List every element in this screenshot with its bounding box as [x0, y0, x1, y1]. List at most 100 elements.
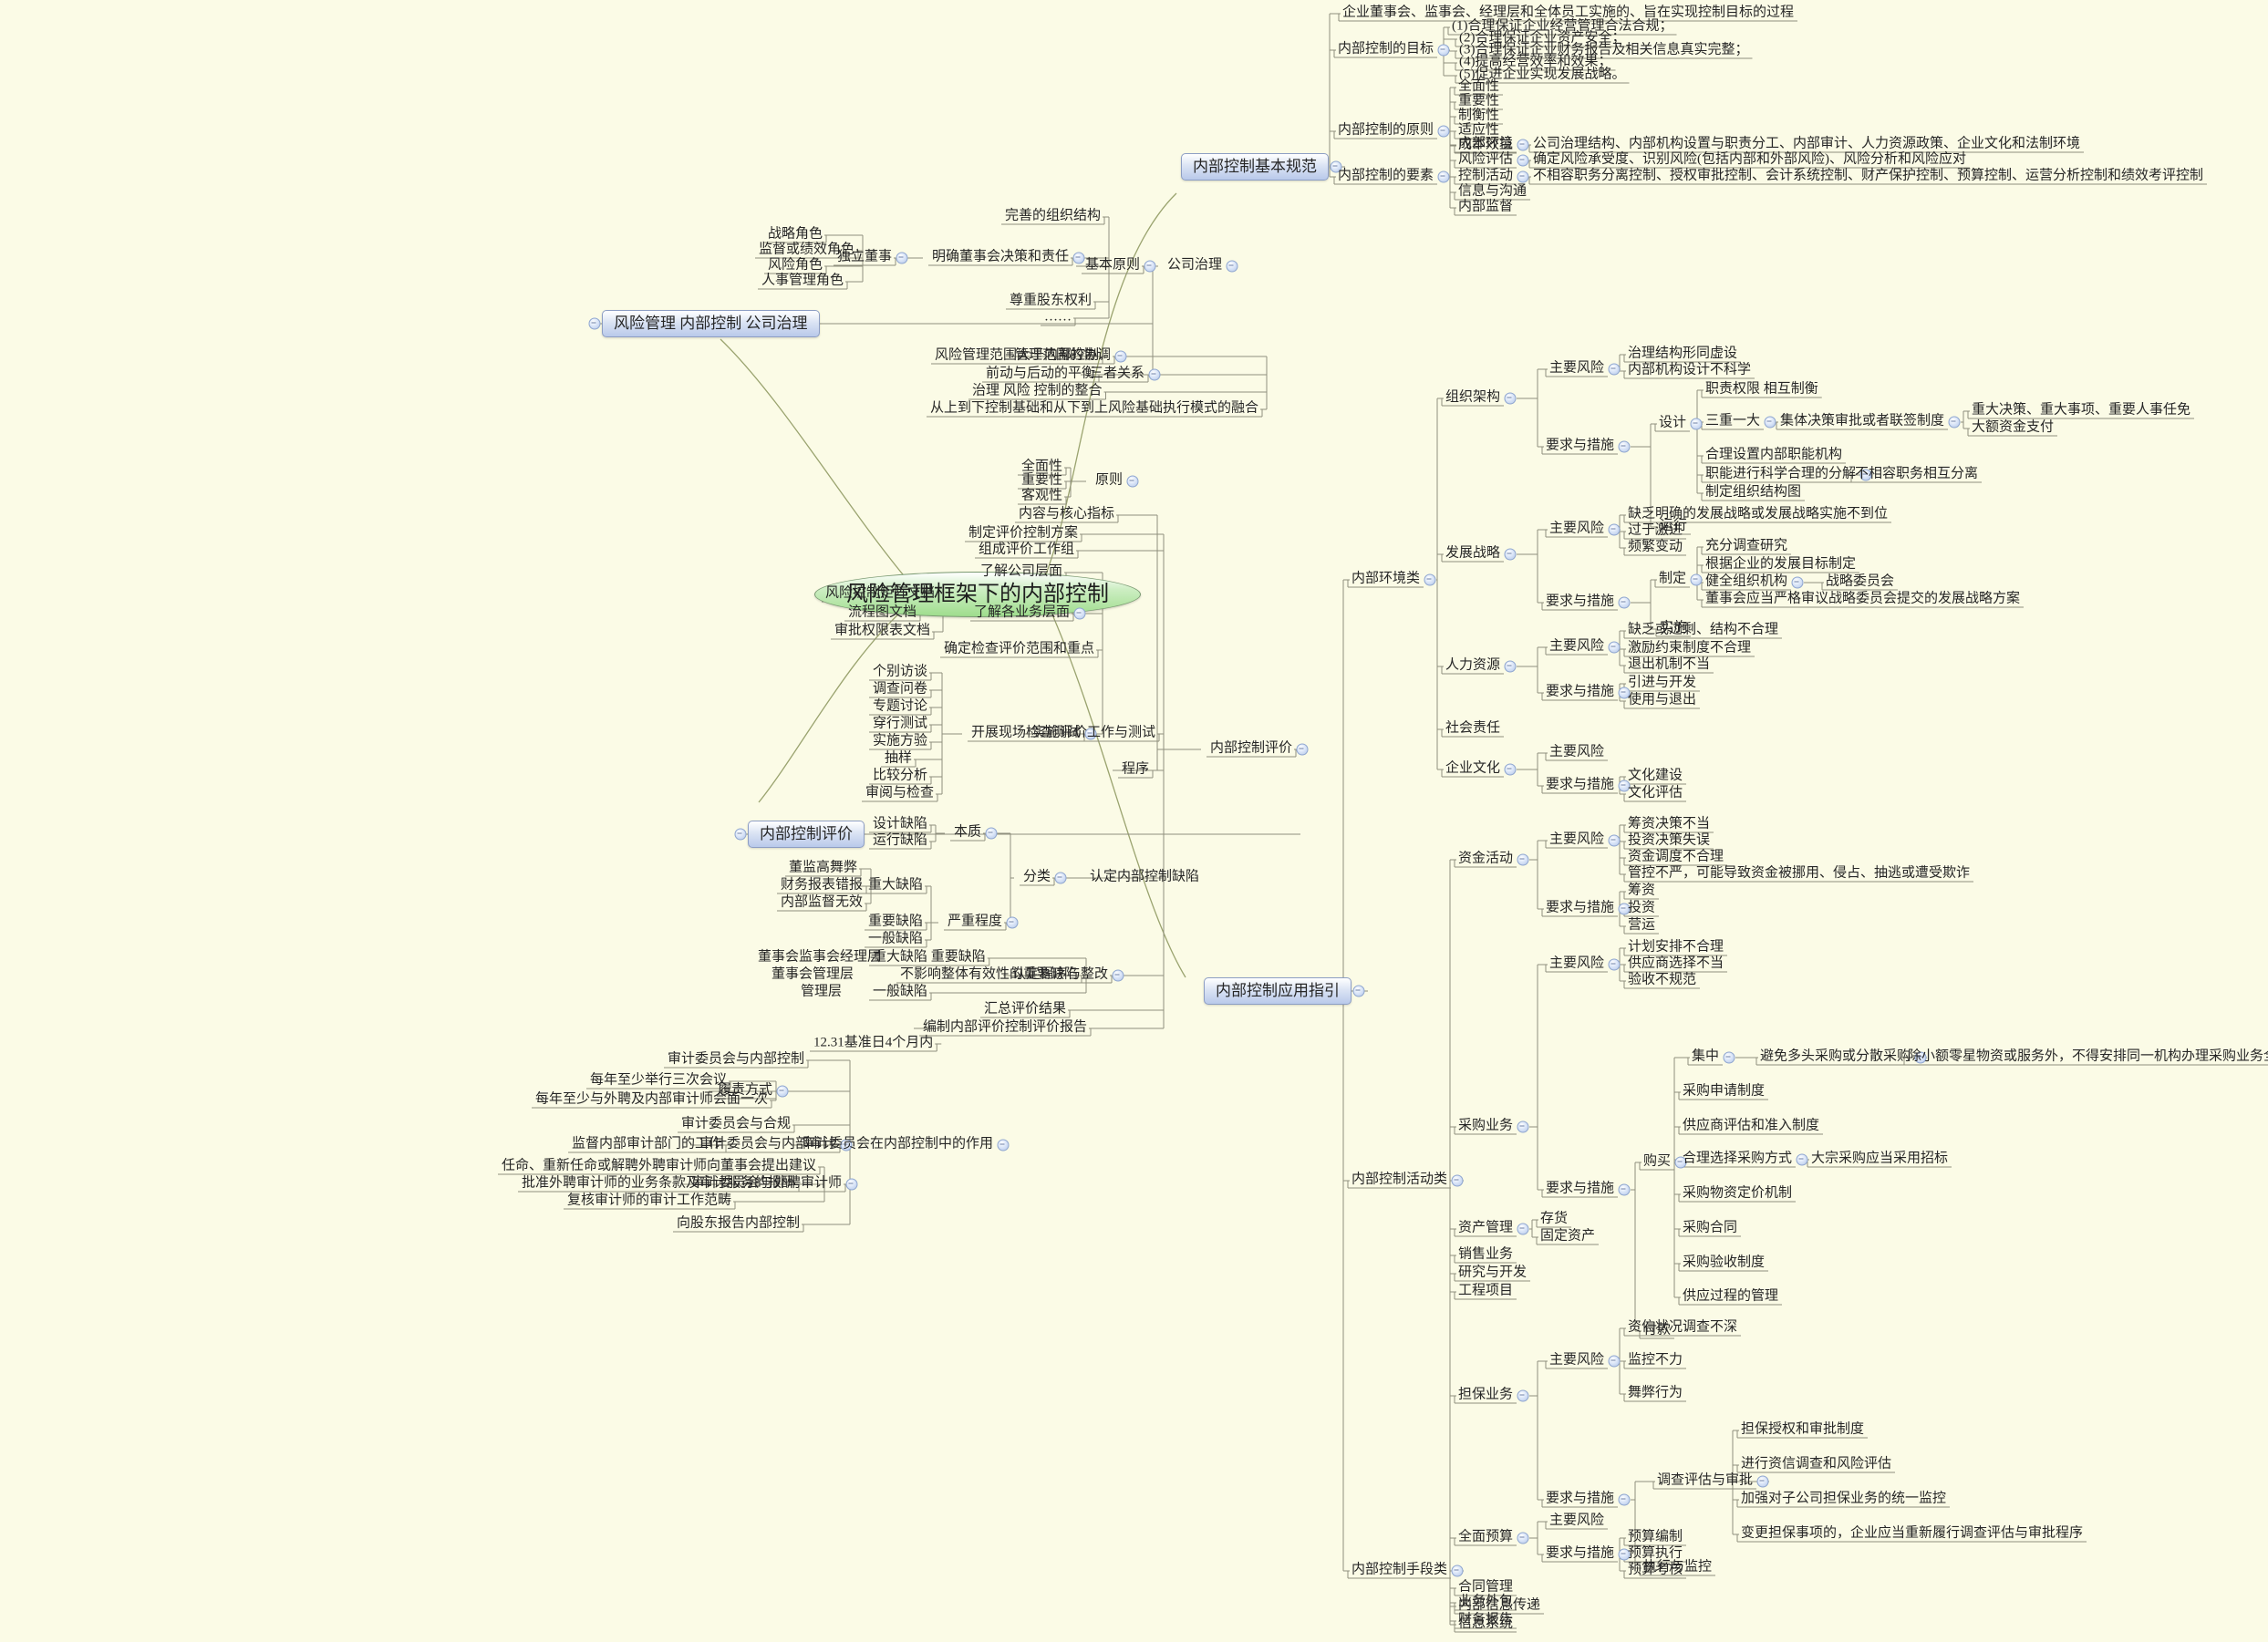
collapse-toggle-s13[interactable]: [1859, 469, 1872, 481]
collapse-toggle-u6[interactable]: [1618, 687, 1631, 699]
collapse-toggle-n17[interactable]: [1517, 154, 1529, 167]
collapse-toggle-r4[interactable]: [776, 1085, 789, 1098]
node-n2: 内部控制的目标: [1338, 41, 1434, 57]
collapse-toggle-t6[interactable]: [1618, 596, 1631, 609]
collapse-toggle-s6[interactable]: [1690, 418, 1703, 430]
collapse-toggle-r12[interactable]: [845, 1178, 858, 1191]
collapse-toggle-x1[interactable]: [1517, 1120, 1529, 1133]
node-p10: 风险控制矩阵文档: [825, 585, 936, 601]
collapse-toggle-m2[interactable]: [1072, 252, 1085, 264]
collapse-toggle-z6[interactable]: [1618, 1493, 1631, 1506]
collapse-toggle-w2[interactable]: [1608, 834, 1621, 847]
node-w9: 投资: [1628, 900, 1656, 915]
node-u3: 缺乏或过剩、结构不合理: [1628, 622, 1779, 637]
node-t12: 董事会应当严格审议战略委员会提交的发展战略方案: [1705, 591, 2021, 606]
collapse-toggle-m10[interactable]: [1144, 260, 1156, 273]
collapse-toggle-s5[interactable]: [1618, 440, 1631, 453]
collapse-toggle-n19[interactable]: [1517, 170, 1529, 183]
collapse-toggle-z2[interactable]: [1608, 1355, 1621, 1368]
node-w3: 筹资决策不当: [1628, 816, 1711, 831]
node-w8: 筹资: [1628, 883, 1656, 898]
node-m8: 尊重股东权利: [1010, 293, 1093, 308]
collapse-toggle-n15[interactable]: [1517, 139, 1529, 151]
collapse-toggle-b4[interactable]: [1352, 985, 1365, 997]
node-v4: 要求与措施: [1546, 777, 1615, 792]
collapse-toggle-aa2[interactable]: [1517, 1532, 1529, 1544]
collapse-toggle-s8[interactable]: [1764, 416, 1776, 429]
node-u4: 激励约束制度不合理: [1628, 640, 1752, 656]
collapse-toggle-s9[interactable]: [1948, 416, 1961, 429]
node-r5: 审计委员会与合规: [681, 1116, 792, 1131]
collapse-toggle-s1[interactable]: [1504, 392, 1517, 405]
node-z15: 内部控制活动类: [1351, 1172, 1448, 1187]
collapse-toggle-q3[interactable]: [985, 827, 998, 840]
collapse-toggle-w7[interactable]: [1618, 903, 1631, 915]
collapse-toggle-x13[interactable]: [1796, 1153, 1808, 1166]
node-v7: 内部环境类: [1351, 571, 1421, 586]
node-aa2: 全面预算: [1458, 1529, 1514, 1544]
collapse-toggle-p9[interactable]: [1073, 607, 1086, 620]
branch-b4[interactable]: 内部控制应用指引: [1204, 977, 1351, 1005]
node-t11: 战略委员会: [1826, 573, 1895, 589]
node-m7: 人事管理角色: [761, 273, 844, 288]
collapse-toggle-v4[interactable]: [1618, 780, 1631, 792]
collapse-toggle-x8[interactable]: [1723, 1051, 1735, 1064]
node-n10: 重要性: [1458, 93, 1500, 108]
node-x6: 要求与措施: [1546, 1181, 1615, 1196]
node-m15: 治理 风险 控制的整合: [972, 383, 1103, 398]
collapse-toggle-m17[interactable]: [1148, 368, 1161, 381]
collapse-toggle-t2[interactable]: [1608, 523, 1621, 536]
collapse-toggle-z1[interactable]: [1517, 1389, 1529, 1402]
node-z12: 执行与监控: [1643, 1559, 1713, 1575]
node-q5: 财务报表错报: [781, 877, 864, 893]
collapse-toggle-x2[interactable]: [1608, 958, 1621, 971]
collapse-toggle-aa4[interactable]: [1618, 1548, 1631, 1561]
collapse-toggle-v7[interactable]: [1424, 573, 1436, 586]
collapse-toggle-z7[interactable]: [1756, 1475, 1769, 1488]
node-aa6: 预算执行: [1628, 1545, 1683, 1561]
collapse-toggle-m3[interactable]: [896, 252, 908, 264]
collapse-toggle-b2[interactable]: [588, 317, 601, 330]
node-n7: (5)促进企业实现发展战略。: [1459, 67, 1626, 82]
collapse-toggle-x6[interactable]: [1618, 1183, 1631, 1196]
collapse-toggle-x9[interactable]: [1914, 1051, 1927, 1064]
collapse-toggle-b1[interactable]: [1330, 160, 1342, 173]
collapse-toggle-v2[interactable]: [1504, 763, 1517, 776]
collapse-toggle-n8[interactable]: [1437, 125, 1450, 138]
node-t5: 频繁变动: [1628, 539, 1683, 554]
collapse-toggle-u2[interactable]: [1608, 641, 1621, 654]
node-t6: 要求与措施: [1546, 594, 1615, 609]
collapse-toggle-n14[interactable]: [1437, 170, 1450, 183]
branch-b2[interactable]: 风险管理 内部控制 公司治理: [602, 310, 820, 337]
node-n5: (3)合理保证企业财务报告及相关信息真实完整；: [1459, 42, 1749, 57]
node-t3: 缺乏明确的发展战略或发展战略实施不到位: [1628, 506, 1889, 522]
collapse-toggle-n2[interactable]: [1437, 44, 1450, 57]
collapse-toggle-b3[interactable]: [734, 828, 747, 841]
collapse-toggle-r7[interactable]: [840, 1139, 853, 1151]
collapse-toggle-w1[interactable]: [1517, 853, 1529, 866]
node-n6: (4)提高经营效率和效果；: [1459, 54, 1612, 69]
node-t10: 健全组织机构: [1705, 573, 1788, 589]
collapse-toggle-q10[interactable]: [1006, 916, 1019, 929]
collapse-toggle-t10[interactable]: [1791, 576, 1804, 589]
collapse-toggle-t7[interactable]: [1690, 573, 1703, 586]
node-t9: 根据企业的发展目标制定: [1705, 556, 1857, 572]
branch-b3[interactable]: 内部控制评价: [748, 821, 865, 848]
collapse-toggle-q11[interactable]: [1054, 872, 1067, 884]
branch-b1[interactable]: 内部控制基本规范: [1181, 153, 1329, 181]
collapse-toggle-q19[interactable]: [1112, 969, 1124, 982]
collapse-toggle-r8[interactable]: [997, 1139, 1010, 1151]
collapse-toggle-p4[interactable]: [1126, 475, 1139, 488]
collapse-toggle-t1[interactable]: [1504, 548, 1517, 561]
collapse-toggle-m11[interactable]: [1226, 260, 1238, 273]
collapse-toggle-u1[interactable]: [1504, 660, 1517, 673]
collapse-toggle-p25[interactable]: [1296, 743, 1309, 756]
collapse-toggle-x7[interactable]: [1674, 1156, 1687, 1169]
collapse-toggle-m12[interactable]: [1114, 350, 1127, 363]
collapse-toggle-p14[interactable]: [1084, 728, 1097, 740]
collapse-toggle-y1[interactable]: [1517, 1223, 1529, 1235]
collapse-toggle-aa1[interactable]: [1451, 1565, 1464, 1577]
node-q17: 管理层: [801, 984, 843, 999]
collapse-toggle-s2[interactable]: [1608, 363, 1621, 376]
collapse-toggle-z15[interactable]: [1451, 1174, 1464, 1187]
